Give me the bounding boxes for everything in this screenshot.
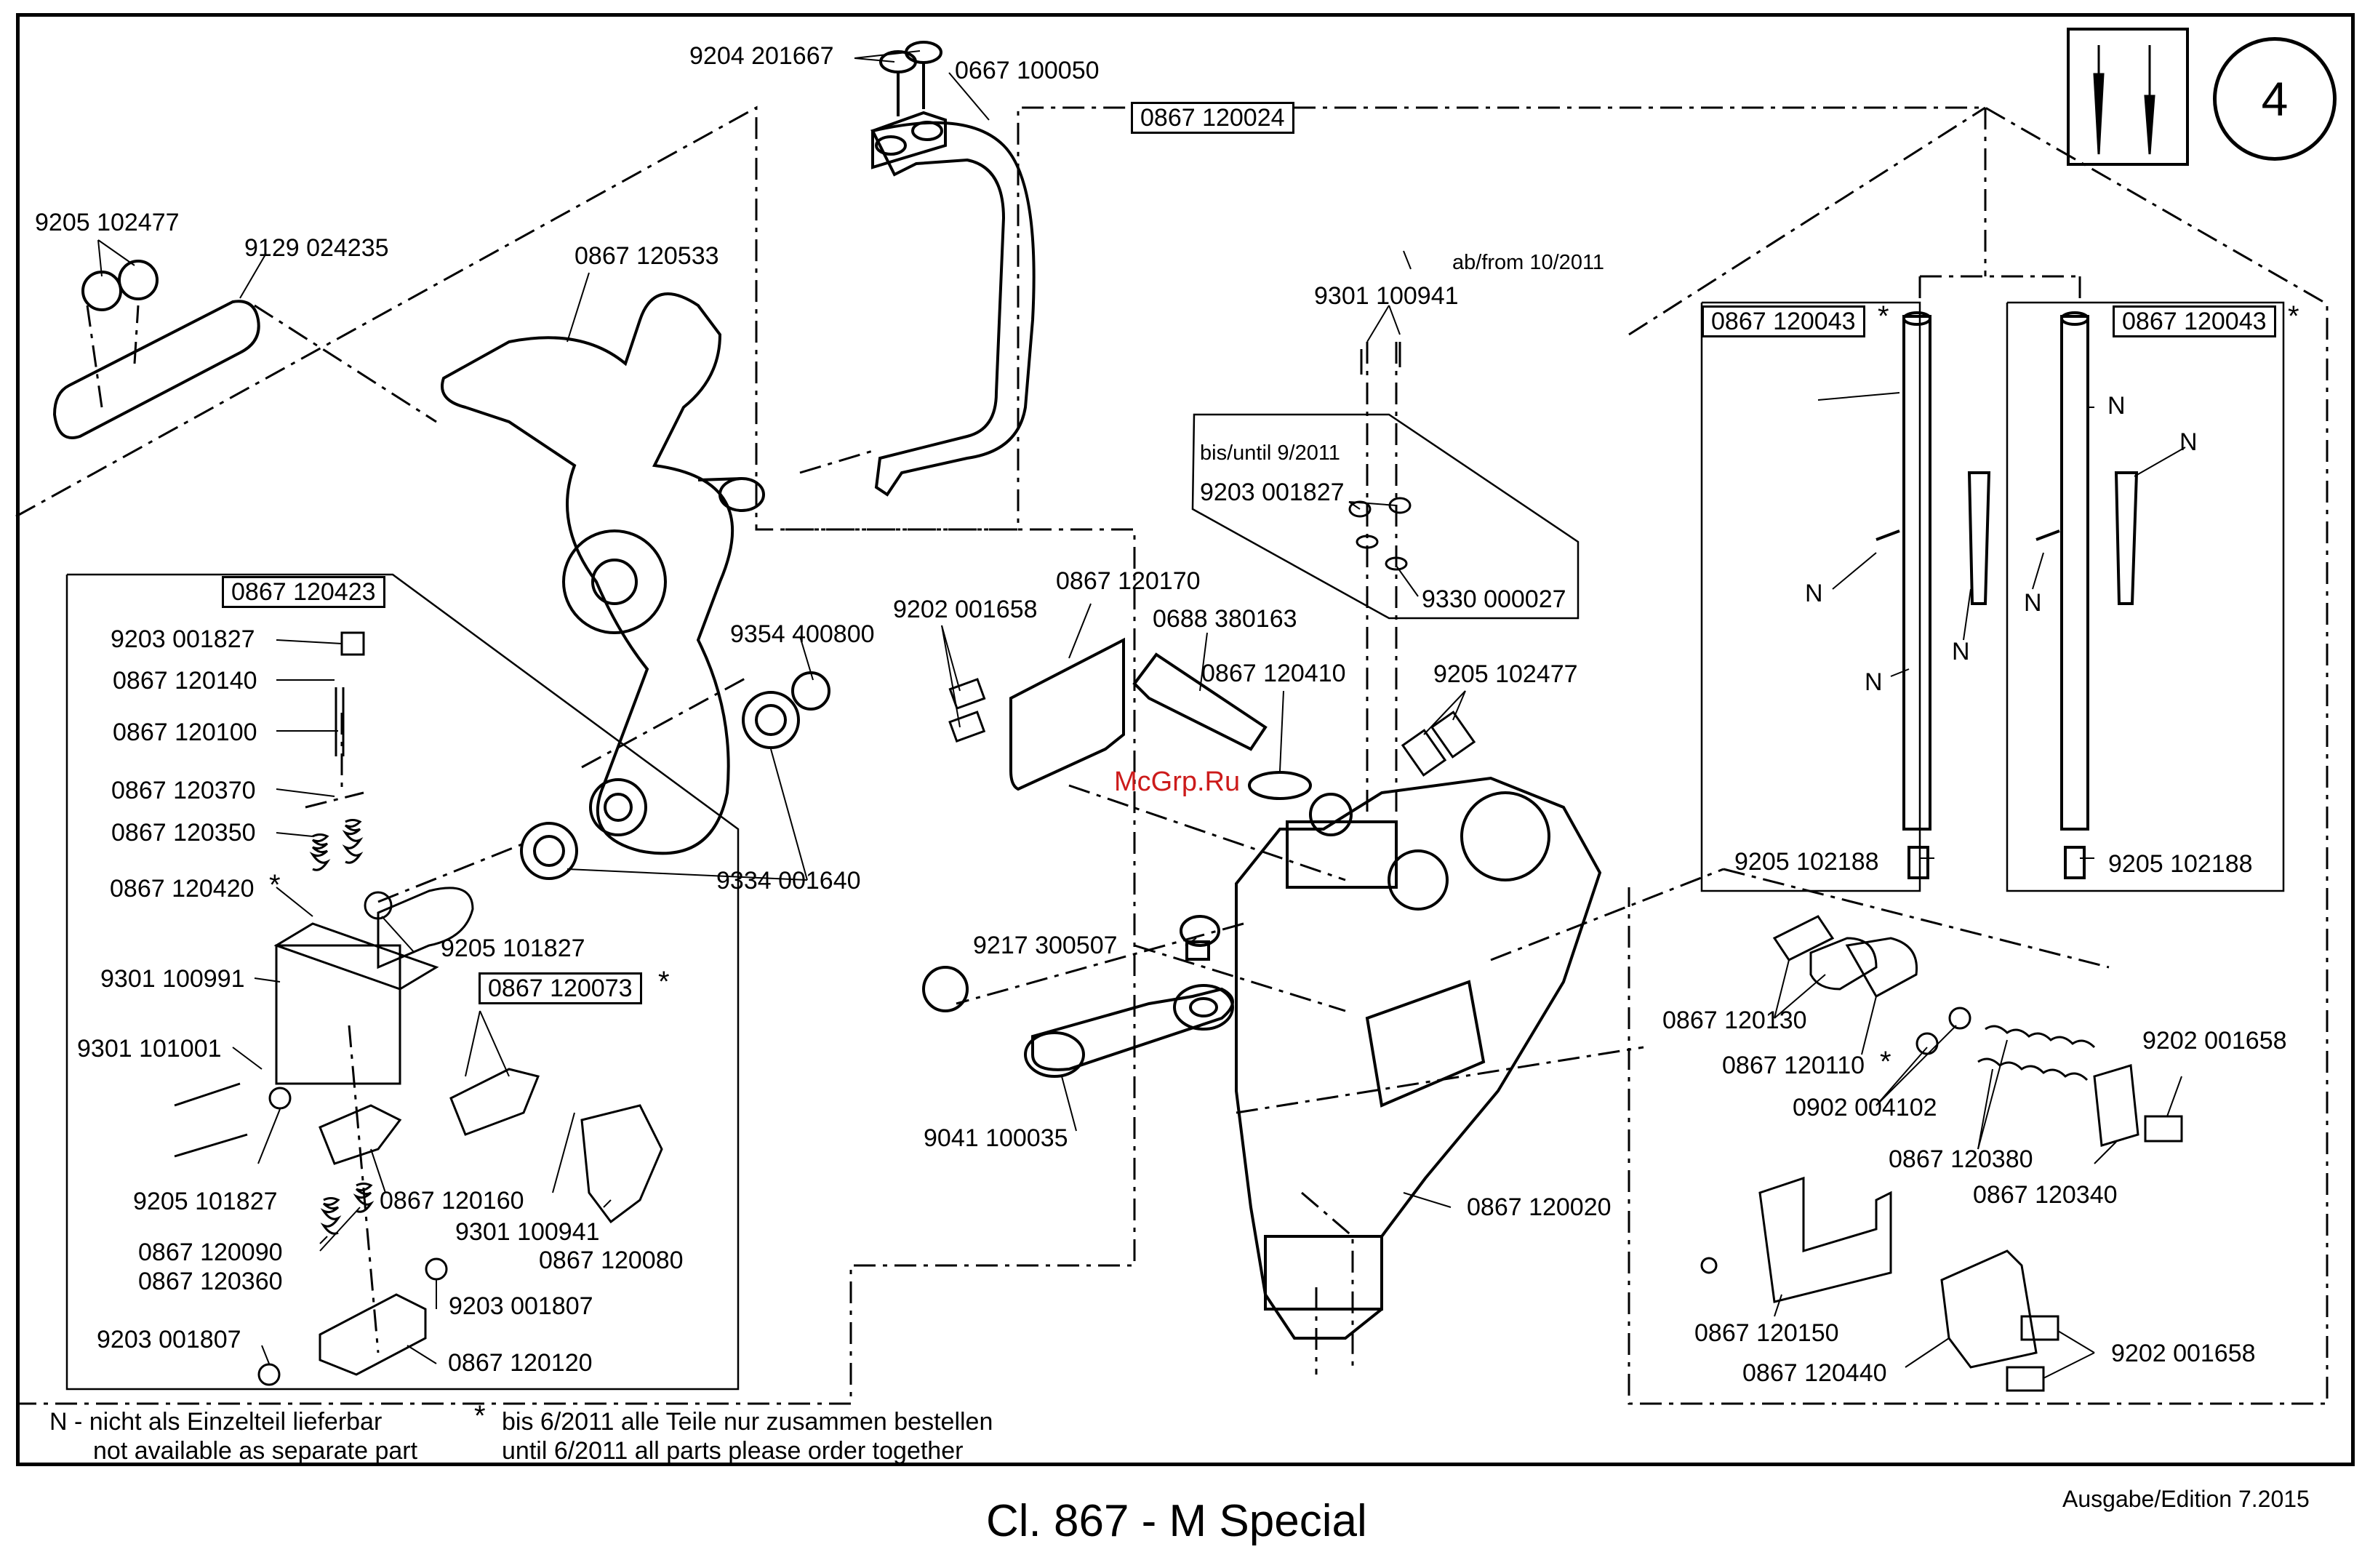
- n-marker: N: [1952, 638, 1970, 665]
- n-marker: N: [1805, 580, 1823, 607]
- left-needlebar-outline: [1700, 301, 1921, 892]
- part-label: 0867 120380: [1889, 1145, 2033, 1173]
- part-label: 0867 120170: [1056, 567, 1201, 595]
- part-label: 0867 120120: [448, 1349, 593, 1377]
- asterisk-mark: *: [1880, 1046, 1891, 1078]
- slot-part: [1248, 771, 1312, 800]
- part-label: ab/from 10/2011: [1452, 251, 1605, 274]
- asterisk-mark: *: [269, 869, 281, 901]
- part-label: 9202 001658: [2142, 1027, 2287, 1055]
- washer-kit-outline: [1191, 413, 1580, 620]
- part-label: 9041 100035: [924, 1124, 1068, 1152]
- lever-part: [922, 915, 1234, 1078]
- part-label: 0867 120410: [1201, 660, 1346, 687]
- n-marker: N: [2107, 392, 2126, 420]
- n-marker: N: [2179, 428, 2198, 456]
- part-label: 0867 120360: [138, 1268, 283, 1295]
- left-assembly-parts: [174, 631, 663, 1386]
- part-label: 0867 120160: [380, 1187, 524, 1215]
- asterisk-mark: *: [1878, 300, 1889, 332]
- part-label: 9330 000027: [1422, 585, 1566, 613]
- footnote-asterisk: *: [474, 1400, 486, 1432]
- screws-center: [948, 342, 1476, 777]
- part-label: 9301 100991: [100, 965, 245, 993]
- asterisk-mark: *: [658, 966, 670, 998]
- part-label: 0902 004102: [1793, 1094, 1937, 1121]
- washers: [520, 671, 830, 880]
- rocker-arm-part: [441, 292, 765, 855]
- page-number-badge: 4: [2213, 37, 2337, 161]
- watermark: McGrp.Ru: [1114, 767, 1241, 797]
- part-label: 9217 300507: [973, 932, 1118, 959]
- leader-lines: [97, 50, 2186, 1379]
- part-label: 9202 001658: [893, 596, 1038, 623]
- part-label: 0867 120140: [113, 667, 257, 695]
- part-label: 0867 120370: [111, 777, 256, 804]
- housing-part: [1235, 776, 1602, 1340]
- pin-part: [52, 260, 260, 439]
- footnote-n-en: not available as separate part: [93, 1437, 418, 1465]
- part-label: 0867 120090: [138, 1239, 283, 1266]
- part-label: 9354 400800: [730, 620, 875, 648]
- part-label: 9129 024235: [244, 234, 389, 262]
- needle-bars: [1875, 311, 2139, 879]
- page-title: Cl. 867 - M Special: [986, 1496, 1367, 1546]
- left-assembly-outline: [65, 573, 740, 1391]
- part-label: 0867 120080: [539, 1247, 684, 1274]
- part-label-boxed: 0867 120073: [479, 972, 642, 1004]
- part-label: 9203 001807: [449, 1292, 593, 1320]
- part-label: 9301 101001: [77, 1035, 222, 1063]
- footnote-star-de: bis 6/2011 alle Teile nur zusammen beste…: [502, 1408, 993, 1436]
- part-label: 9205 101827: [441, 935, 585, 962]
- n-marker: N: [1865, 668, 1883, 696]
- part-label: 0867 120110: [1722, 1052, 1865, 1079]
- drawing-frame: [16, 13, 2355, 1466]
- group-outlines: [15, 105, 2329, 1405]
- part-label: 9301 100941: [455, 1218, 600, 1246]
- part-label: 9205 102477: [35, 209, 180, 236]
- right-needlebar-outline: [2006, 301, 2285, 892]
- plate-part: [1009, 637, 1125, 791]
- part-label: 9204 201667: [689, 42, 834, 70]
- n-marker: N: [2024, 589, 2042, 617]
- part-label: 0867 120420: [110, 875, 255, 903]
- asterisk-mark: *: [2288, 300, 2299, 332]
- part-label: 9205 101827: [133, 1188, 278, 1215]
- part-label: 9205 102477: [1433, 660, 1578, 688]
- part-label: 0867 120533: [575, 242, 719, 270]
- part-label: 9203 001827: [111, 625, 255, 653]
- part-label: 0867 120130: [1662, 1007, 1807, 1034]
- part-label: 9205 102188: [1734, 848, 1879, 876]
- footnote-star-en: until 6/2011 all parts please order toge…: [502, 1437, 964, 1465]
- part-label: 9203 001807: [97, 1326, 241, 1353]
- part-label: 0867 120020: [1467, 1193, 1612, 1221]
- part-label-boxed: 0867 120043: [1702, 305, 1865, 337]
- right-side-parts: [1700, 915, 2183, 1392]
- part-label: 9203 001827: [1200, 479, 1345, 506]
- part-label-boxed: 0867 120024: [1131, 102, 1294, 134]
- part-label-boxed: 0867 120043: [2113, 305, 2276, 337]
- needle-symbol-icon: [2067, 28, 2189, 166]
- part-label: 9205 102188: [2108, 850, 2253, 878]
- part-label: 0867 120100: [113, 719, 257, 746]
- part-label: 0867 120440: [1742, 1359, 1887, 1387]
- lifter-bracket-part: [870, 41, 1036, 497]
- wire-part: [1132, 652, 1268, 751]
- part-label: 0667 100050: [955, 57, 1100, 84]
- part-label: 0688 380163: [1153, 605, 1297, 633]
- part-label: 0867 120350: [111, 819, 256, 847]
- part-label: 9202 001658: [2111, 1340, 2256, 1367]
- part-label: 0867 120340: [1973, 1181, 2118, 1209]
- part-label: 9301 100941: [1314, 282, 1459, 310]
- part-label: 9334 001640: [716, 867, 861, 895]
- part-label: 0867 120150: [1694, 1319, 1839, 1347]
- footnote-n-de: N - nicht als Einzelteil lieferbar: [49, 1408, 383, 1436]
- part-label: bis/until 9/2011: [1200, 441, 1340, 465]
- part-label-boxed: 0867 120423: [222, 576, 385, 608]
- edition-label: Ausgabe/Edition 7.2015: [2062, 1486, 2310, 1512]
